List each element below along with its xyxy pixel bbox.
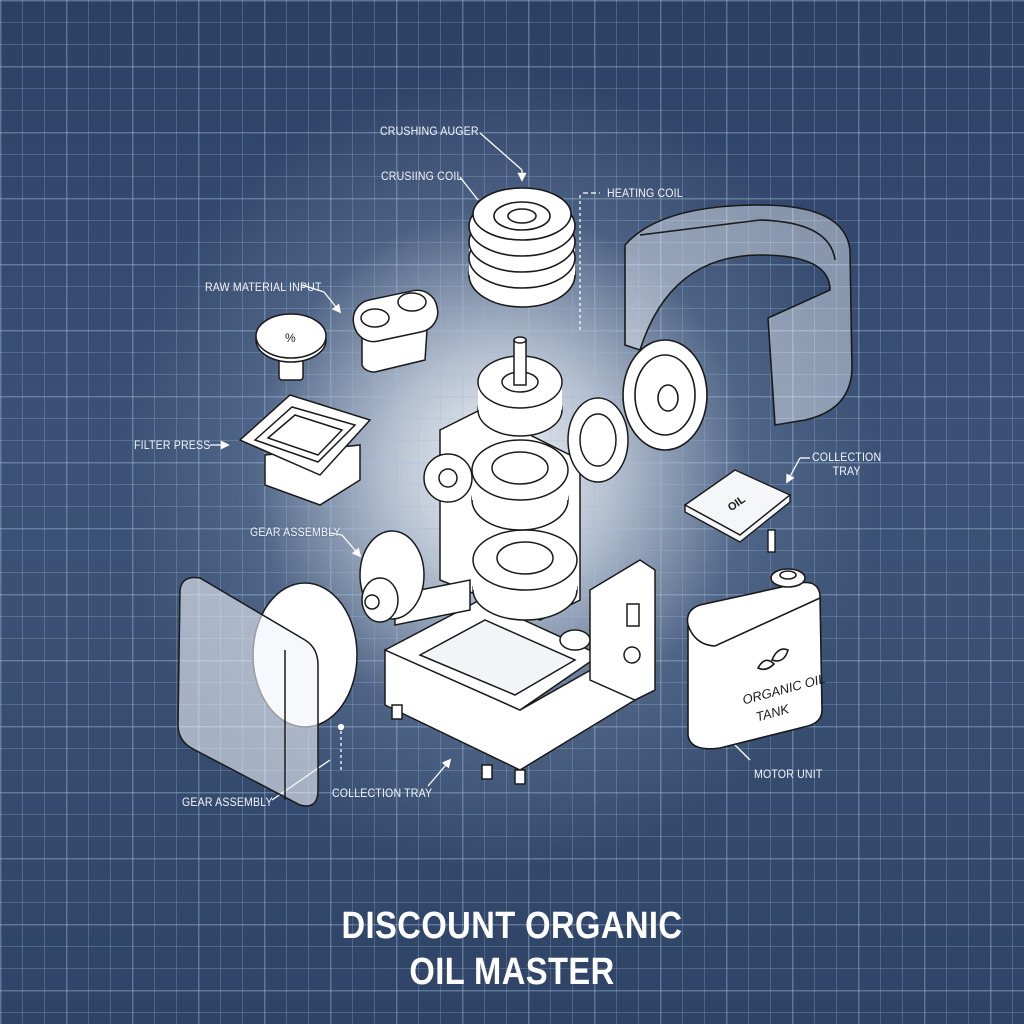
title-line-2: OIL MASTER (409, 951, 615, 993)
leaf-icon (756, 659, 776, 671)
label-gear-assembly-top: GEAR ASSEMBLY (250, 525, 341, 539)
label-gear-assembly-bottom: GEAR ASSEMBLY (182, 795, 273, 809)
filter-press-part (238, 394, 372, 506)
organic-oil-tank-part: ORGANIC OIL TANK (686, 568, 827, 750)
label-motor-unit: MOTOR UNIT (754, 767, 823, 781)
collection-tray-part: OIL (683, 469, 792, 553)
gear-assembly-housing (177, 576, 358, 807)
crushing-coil-part (468, 187, 576, 308)
leaf-icon (770, 648, 789, 662)
label-filter-press: FILTER PRESS (134, 438, 211, 452)
heating-coil-part (622, 204, 853, 451)
raw-input-parts: % (255, 289, 439, 381)
knob-symbol: % (285, 331, 296, 345)
label-collection-tray-bottom: COLLECTION TRAY (332, 786, 433, 800)
label-collection-tray-right: COLLECTION TRAY (812, 450, 882, 478)
label-crushing-coil: CRUSIING COIL (381, 169, 463, 183)
title-line-1: DISCOUNT ORGANIC (341, 905, 683, 947)
label-raw-material-input: RAW MATERIAL INPUT (205, 280, 322, 294)
label-crushing-auger: CRUSHING AUGER (380, 124, 479, 138)
label-heating-coil: HEATING COIL (607, 186, 683, 200)
main-press-body (359, 336, 656, 785)
